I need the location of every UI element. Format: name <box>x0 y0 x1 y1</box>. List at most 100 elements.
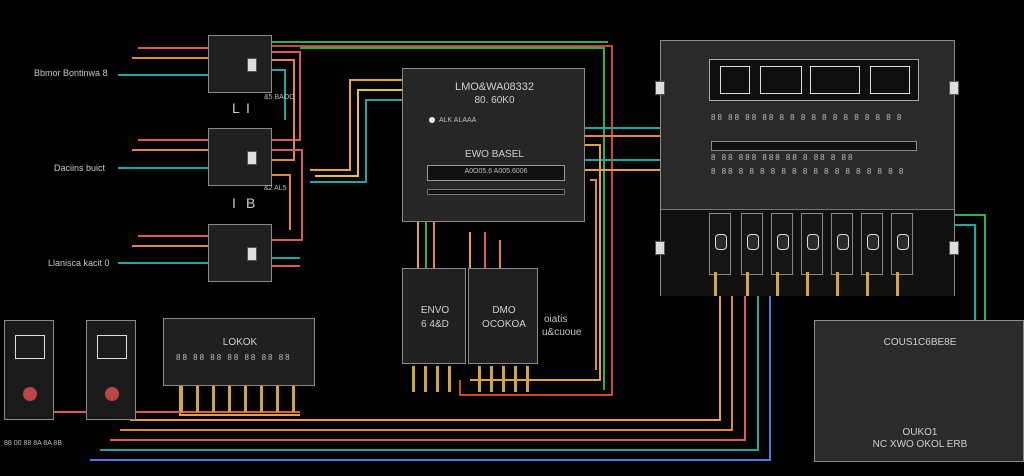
board-pin <box>244 386 247 412</box>
module-left-1 <box>4 320 54 420</box>
relay-pin <box>412 366 415 392</box>
label-top-text: Bbmor Bontinwa <box>34 68 101 78</box>
label-top-num: 8 <box>102 68 108 78</box>
bottom-left-label: 88 00 88 8A 8A 8B <box>4 440 62 447</box>
relay-pin <box>436 366 439 392</box>
chip-connector-mark-2: I <box>232 195 236 211</box>
label-bottom-text: Llanisca kacit <box>48 258 103 268</box>
label-bottom-num: 0 <box>104 258 110 268</box>
cpu-right-lower-connector-icon <box>949 241 959 255</box>
relay-pin <box>448 366 451 392</box>
main-controller: LMO&WA08332 80. 60K0 ALK ALAAA EWO BASEL… <box>402 68 585 222</box>
fuse-icon <box>715 234 727 250</box>
fuse-icon <box>897 234 909 250</box>
cpu-pin <box>866 272 869 296</box>
board-pin <box>260 386 263 412</box>
main-controller-center-label: EWO BASEL <box>465 149 524 160</box>
relay-1-line2: 6 4&D <box>421 319 449 330</box>
relay-1: ENVO 6 4&D <box>402 268 466 364</box>
display-segment-2 <box>760 66 802 94</box>
cpu-pin <box>836 272 839 296</box>
chip-connector-mark-1: L <box>232 100 240 116</box>
terminal-cell-4 <box>801 213 823 275</box>
cpu-pin <box>896 272 899 296</box>
terminal-cell-5 <box>831 213 853 275</box>
console-unit: COUS1C6BE8E OUKO1 NC XWO OKOL ERB <box>814 320 1024 462</box>
indicator-light-icon <box>105 387 119 401</box>
label-mid-input: Daciins buict <box>54 163 106 173</box>
chip-middle-pin-icon <box>247 151 257 165</box>
indicator-light-icon <box>23 387 37 401</box>
console-line-1: OUKO1 <box>902 427 938 438</box>
chip-bottom-pin-icon <box>247 247 257 261</box>
cpu-display <box>709 59 919 101</box>
cpu-row-2: 8 88 888 888 88 8 88 8 88 <box>711 153 855 162</box>
cpu-bus-bar <box>711 141 917 151</box>
side-note-2: &2 AL5 <box>264 185 287 192</box>
cpu-row-1: 88 88 88 88 8 8 8 8 8 8 8 8 8 8 8 8 <box>711 113 904 122</box>
module-left-1-display <box>15 335 45 359</box>
terminal-cell-1 <box>709 213 731 275</box>
console-line-2: NC XWO OKOL ERB <box>872 439 968 450</box>
chip-middle <box>208 128 272 186</box>
lower-board-title: LOKOK <box>222 337 258 348</box>
power-led-icon <box>429 117 435 123</box>
terminal-cell-6 <box>861 213 883 275</box>
board-pin <box>212 386 215 412</box>
display-segment-4 <box>870 66 910 94</box>
board-pin <box>196 386 199 412</box>
relay-pin <box>478 366 481 392</box>
fuse-icon <box>807 234 819 250</box>
cpu-pin <box>714 272 717 296</box>
cpu-right-connector-icon <box>949 81 959 95</box>
terminal-cell-2 <box>741 213 763 275</box>
module-left-2-display <box>97 335 127 359</box>
main-controller-bar: A0O05.6 A005.6006 <box>427 165 565 181</box>
chip-connector-mark-1b: I <box>246 100 250 116</box>
display-segment-1 <box>720 66 750 94</box>
chip-connector-mark-2b: B <box>246 195 256 211</box>
board-pin <box>180 386 183 412</box>
chip-bottom <box>208 224 272 282</box>
relay-pin <box>526 366 529 392</box>
relay-pin <box>490 366 493 392</box>
console-title: COUS1C6BE8E <box>883 337 957 348</box>
relay-pin <box>514 366 517 392</box>
chip-top <box>208 35 272 93</box>
fuse-icon <box>747 234 759 250</box>
chip-top-pin-icon <box>247 58 257 72</box>
relay-1-line1: ENVO <box>420 305 450 316</box>
relay-pin <box>424 366 427 392</box>
relay-2: DMO OCOKOA <box>468 268 538 364</box>
fuse-icon <box>867 234 879 250</box>
cpu-left-lower-connector-icon <box>655 241 665 255</box>
module-left-2 <box>86 320 136 420</box>
fuse-icon <box>777 234 789 250</box>
side-note-1: &5 BAOO <box>264 94 295 101</box>
lower-board-marks: 88 88 88 88 88 88 88 <box>176 353 292 362</box>
cpu-board: 88 88 88 88 8 8 8 8 8 8 8 8 8 8 8 8 8 88… <box>655 40 959 296</box>
cpu-left-connector-icon <box>655 81 665 95</box>
main-controller-subtitle: 80. 60K0 <box>474 95 515 106</box>
main-controller-sub2: ALK ALAAA <box>439 117 477 124</box>
display-segment-3 <box>810 66 860 94</box>
main-controller-slot <box>427 189 565 195</box>
terminal-cell-7 <box>891 213 913 275</box>
relay-2-line2: OCOKOA <box>482 319 526 330</box>
fuse-icon <box>837 234 849 250</box>
relay-pin <box>502 366 505 392</box>
main-controller-bar-label: A0O05.6 A005.6006 <box>464 168 528 175</box>
cpu-row-3: 8 88 8 8 8 8 8 8 8 8 8 8 8 8 8 8 8 8 <box>711 167 906 176</box>
board-pin <box>292 386 295 412</box>
main-controller-title: LMO&WA08332 <box>454 81 535 93</box>
cpu-pin <box>746 272 749 296</box>
cpu-pin <box>806 272 809 296</box>
label-top-input: Bbmor Bontinwa 8 <box>34 68 108 78</box>
board-pin <box>228 386 231 412</box>
label-bottom-input: Llanisca kacit 0 <box>48 258 110 268</box>
relay-note-2: u&cuoue <box>542 327 582 338</box>
terminal-cell-3 <box>771 213 793 275</box>
cpu-pin <box>776 272 779 296</box>
relay-2-line1: DMO <box>492 305 516 316</box>
